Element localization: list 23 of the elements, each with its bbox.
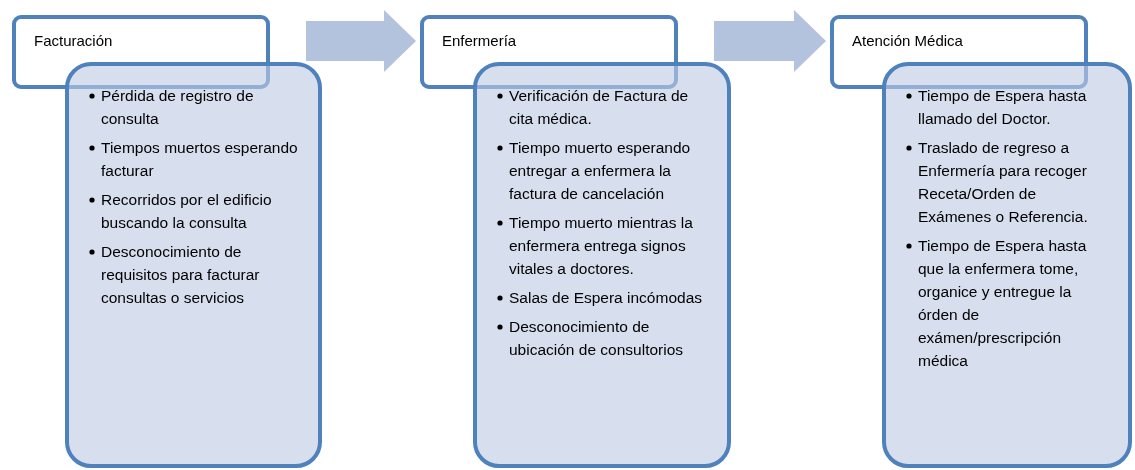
stage-header-box — [830, 15, 1088, 89]
bullet-text: Tiempo de Espera hasta que la enfermera tome, organice y entregue la órden de exámen/prescripción médica — [918, 237, 1087, 369]
stage-header-box — [12, 15, 270, 89]
stage-title: Atención Médica — [852, 32, 963, 49]
bullet-text: Pérdida de registro de consulta — [101, 87, 254, 127]
bullet-text: Tiempo muerto esperando entregar a enfermera la factura de cancelación — [509, 139, 691, 202]
bullet-text: Traslado de regreso a Enfermería para recoger Receta/Orden de Exámenes o Referencia. — [918, 139, 1088, 225]
issue-list-box — [65, 62, 322, 468]
bullet-text: Desconocimiento de ubicación de consultorios — [509, 318, 684, 358]
block-arrow — [306, 10, 416, 72]
bullet-text: Tiempos muertos esperando facturar — [101, 139, 298, 179]
bullet-text: Tiempo de Espera hasta llamado del Doctor. — [918, 87, 1087, 127]
stage-header-box — [420, 15, 678, 89]
block-arrow — [714, 10, 826, 72]
issue-list-box — [473, 62, 731, 468]
bullet-text: Tiempo muerto mientras la enfermera entrega signos vitales a doctores. — [509, 214, 693, 277]
issue-list-box — [882, 62, 1132, 468]
bullet-text: Salas de Espera incómodas — [509, 289, 702, 306]
bullet-text: Recorridos por el edificio buscando la consulta — [101, 191, 272, 231]
bullet-text: Verificación de Factura de cita médica. — [509, 87, 689, 127]
stage-title: Enfermería — [442, 32, 517, 49]
stage-title: Facturación — [34, 32, 113, 49]
bullet-text: Desconocimiento de requisitos para facturar consultas o servicios — [101, 243, 260, 306]
